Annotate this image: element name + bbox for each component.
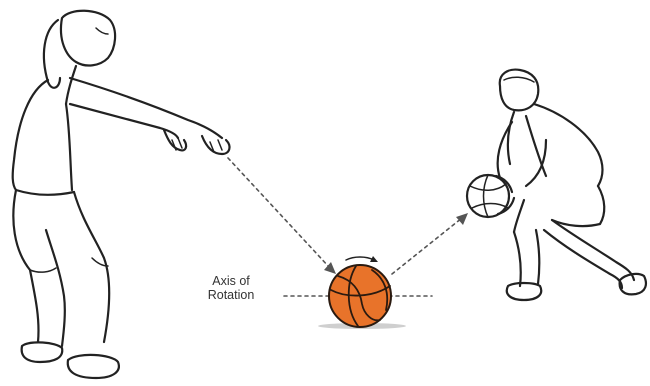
path-up-line xyxy=(392,218,462,274)
passer-head xyxy=(61,11,115,66)
passer-ponytail xyxy=(44,20,60,88)
axis-label-line1: Axis of xyxy=(181,274,281,288)
receiver-back-leg-upper xyxy=(552,220,634,280)
passer-torso-front xyxy=(66,104,72,190)
pass-path xyxy=(228,158,468,274)
passer-left-shoe xyxy=(22,342,63,362)
passer-right-shoe xyxy=(68,355,119,378)
receiver-front-leg-outer xyxy=(514,232,521,286)
receiver-front-leg-inner xyxy=(536,230,539,284)
passer-knee-left xyxy=(30,268,56,272)
receiver-jersey-line xyxy=(526,116,546,176)
axis-of-rotation-label: Axis of Rotation xyxy=(181,274,281,302)
spin-arc xyxy=(346,257,374,260)
passer-hair-detail xyxy=(96,28,108,34)
axis-label-line2: Rotation xyxy=(181,288,281,302)
passer-neck xyxy=(66,66,76,104)
passer-right-hand xyxy=(202,136,229,154)
passer-left-leg-outer xyxy=(13,190,38,342)
passer-inner-leg xyxy=(46,230,65,346)
receiver-figure xyxy=(467,70,646,300)
passer-arm-upper xyxy=(70,78,222,138)
receiver-hair xyxy=(504,77,534,82)
receiver-front-shoe xyxy=(507,283,541,300)
passer-right-leg-outer xyxy=(74,192,109,342)
receiver-shorts-back xyxy=(552,186,604,226)
receiver-chest xyxy=(508,112,514,164)
passer-shirt-hem xyxy=(16,190,74,195)
path-down-arrowhead xyxy=(324,262,336,274)
passer-back xyxy=(13,80,48,190)
path-down-line xyxy=(228,158,330,268)
receiver-shorts-front xyxy=(514,200,524,232)
path-up-arrowhead xyxy=(456,213,468,225)
passer-figure xyxy=(13,11,230,378)
receiver-held-ball xyxy=(467,175,509,217)
receiver-head xyxy=(500,70,539,111)
